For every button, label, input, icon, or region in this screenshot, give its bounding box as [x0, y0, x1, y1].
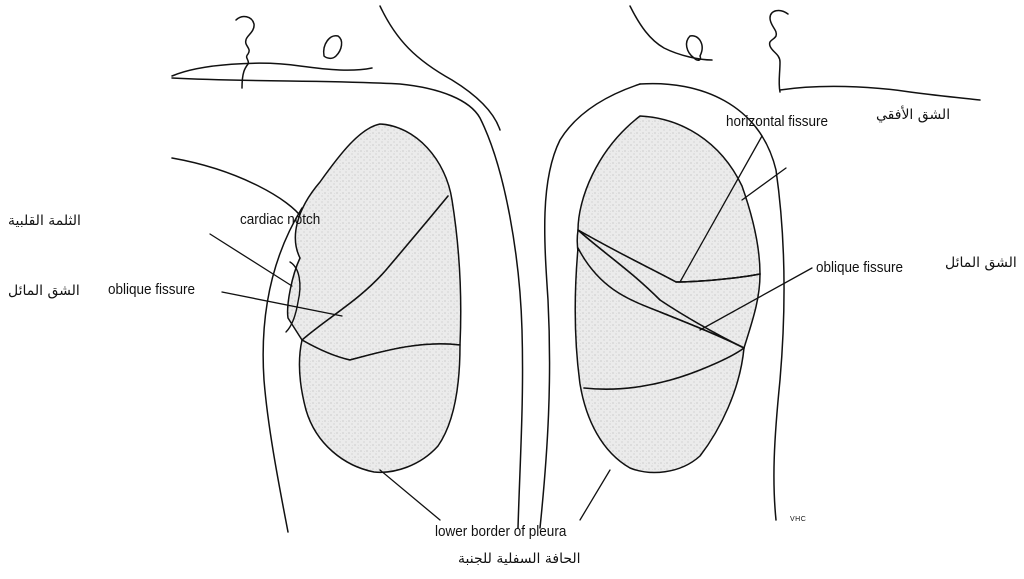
oblique-fissure-right-label-ar: الشق المائل: [945, 256, 1017, 270]
artist-signature: VHC: [790, 516, 806, 523]
oblique-fissure-right-label-en: oblique fissure: [816, 260, 903, 275]
left-arm-front: [263, 208, 302, 532]
leader-pleura-left: [380, 470, 440, 520]
cardiac-notch-label-en: cardiac notch: [240, 212, 320, 227]
left-face-outline: [236, 17, 254, 88]
leader-pleura-right: [580, 470, 610, 520]
oblique-fissure-left-label-en: oblique fissure: [108, 282, 195, 297]
right-figure: [540, 6, 980, 528]
right-shoulder-top: [780, 86, 980, 100]
left-ear-outline: [324, 36, 342, 59]
left-lung-upper: [288, 124, 461, 360]
lower-border-of-pleura-label-ar: الحافة السفلية للجنبة: [458, 552, 581, 566]
left-lung-lower: [299, 340, 460, 472]
right-face-outline: [770, 11, 788, 92]
left-shoulder-top: [172, 63, 372, 76]
right-neck-back: [630, 6, 712, 60]
left-arm-curve: [172, 158, 302, 218]
lower-border-of-pleura-label-en: lower border of pleura: [435, 524, 566, 539]
horizontal-fissure-label-ar: الشق الأفقي: [876, 108, 950, 122]
oblique-fissure-left-label-ar: الشق المائل: [8, 284, 80, 298]
cardiac-notch-label-ar: الثلمة القلبية: [8, 214, 81, 228]
left-figure: [172, 6, 523, 532]
leader-cardiac-notch: [210, 234, 292, 286]
horizontal-fissure-label-en: horizontal fissure: [726, 114, 828, 129]
left-neck-back: [380, 6, 500, 130]
